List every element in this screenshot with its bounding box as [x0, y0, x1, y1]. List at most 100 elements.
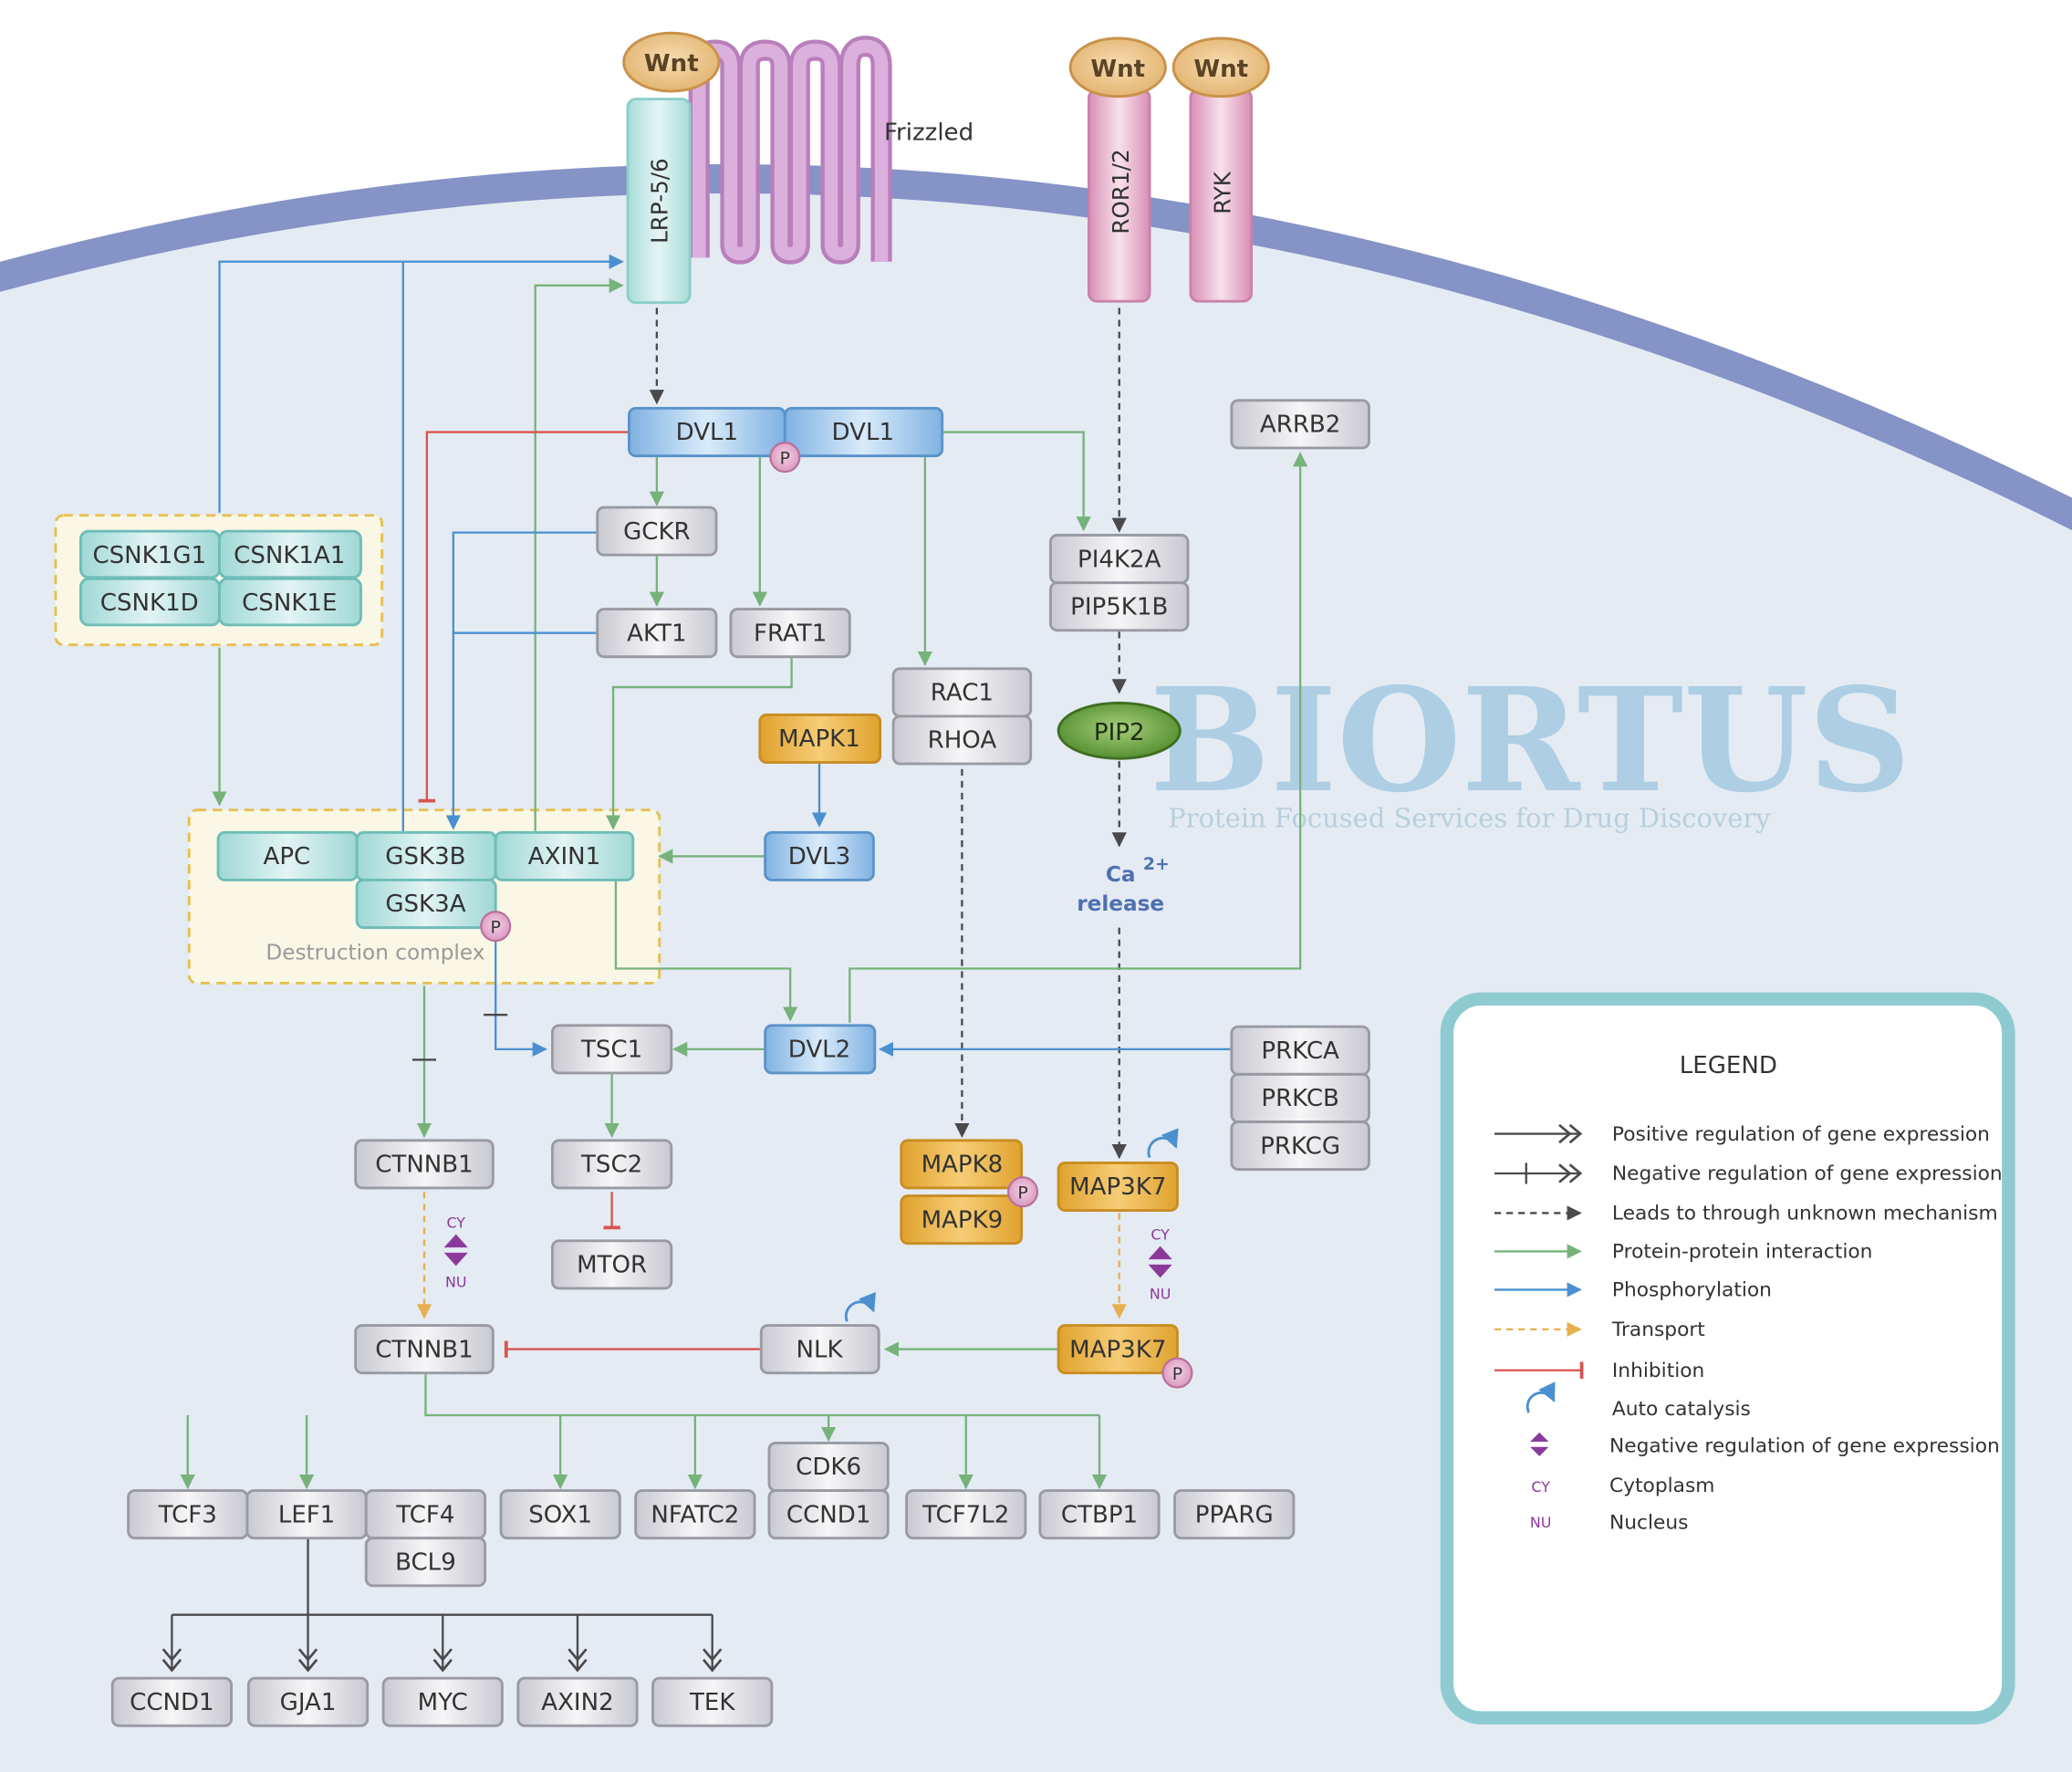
- node-tek[interactable]: [651, 1676, 774, 1727]
- wnt-label-1: Wnt: [644, 50, 699, 78]
- cell-membrane: [0, 164, 2072, 531]
- node-dvl3[interactable]: [764, 830, 875, 881]
- node-gsk3a-label: GSK3A: [385, 891, 465, 918]
- ctnnb1-translocation-icon: [443, 1234, 468, 1266]
- node-gsk3a[interactable]: [355, 879, 497, 930]
- node-csnk1e[interactable]: [218, 577, 362, 627]
- node-tsc2[interactable]: [551, 1139, 673, 1190]
- node-csnk1d-label: CSNK1D: [100, 589, 199, 617]
- node-bcl9-label: BCL9: [395, 1548, 456, 1576]
- phospho-badge-dvl1-label: P: [780, 449, 790, 468]
- map3k7-translocation-icon: [1148, 1246, 1172, 1278]
- node-frat1-label: FRAT1: [754, 620, 827, 647]
- node-prkcg-label: PRKCG: [1260, 1132, 1340, 1160]
- node-gja1[interactable]: [246, 1676, 370, 1727]
- node-ccnd1-gene[interactable]: [110, 1676, 234, 1727]
- node-map3k7-nucleus-label: MAP3K7: [1069, 1336, 1166, 1363]
- node-map3k7-nucleus[interactable]: [1057, 1324, 1179, 1375]
- legend-frame: [1440, 992, 2015, 1725]
- legend-nu-icon: NU: [1530, 1514, 1552, 1531]
- node-nlk-label: NLK: [796, 1336, 843, 1363]
- legend-autocatalysis-icon: [1525, 1381, 1556, 1413]
- node-dvl2-label: DVL2: [788, 1037, 851, 1064]
- ca-label: Ca: [1106, 862, 1136, 887]
- node-ctbp1-label: CTBP1: [1061, 1501, 1138, 1528]
- node-nlk[interactable]: [759, 1324, 880, 1375]
- edge-frat1-axin1: [605, 656, 793, 830]
- node-bcl9[interactable]: [364, 1537, 487, 1588]
- node-tek-label: TEK: [689, 1689, 735, 1716]
- ca-superscript: 2+: [1143, 855, 1170, 874]
- node-gckr-label: GCKR: [623, 518, 691, 546]
- autocatalysis-icons: [844, 1128, 1179, 1322]
- node-arrb2[interactable]: [1230, 399, 1370, 450]
- node-lef1-label: LEF1: [278, 1501, 336, 1528]
- node-arrb2-label: ARRB2: [1260, 412, 1340, 439]
- node-prkca-label: PRKCA: [1261, 1037, 1339, 1065]
- node-tsc1-label: TSC1: [580, 1037, 642, 1064]
- node-mtor[interactable]: [551, 1239, 673, 1290]
- phospho-badge-mapk8-label: P: [1017, 1183, 1027, 1203]
- node-mapk9-label: MAPK9: [921, 1206, 1004, 1234]
- phospho-badge-map3k7-label: P: [1172, 1365, 1182, 1384]
- legend-item-nucleus: Nucleus: [1609, 1512, 1688, 1535]
- receptors: Frizzled LRP-5/6 Wnt ROR1/2 Wnt RYK Wnt: [622, 31, 1270, 305]
- watermark: BIORTUS Protein Focused Services for Dru…: [1150, 656, 1911, 834]
- node-pi4k2a-label: PI4K2A: [1078, 546, 1161, 573]
- node-rac1-label: RAC1: [931, 680, 994, 707]
- ryk-label: RYK: [1209, 171, 1235, 214]
- node-ccnd1-tf-label: CCND1: [786, 1501, 871, 1528]
- node-axin2[interactable]: [516, 1676, 639, 1727]
- node-csnk1a1-label: CSNK1A1: [234, 542, 345, 569]
- legend-item-autocatalysis: Auto catalysis: [1612, 1398, 1751, 1421]
- node-gckr[interactable]: [596, 506, 718, 557]
- node-pparg-label: PPARG: [1195, 1501, 1274, 1528]
- node-prkcb-label: PRKCB: [1261, 1085, 1339, 1112]
- node-map3k7-cytoplasm[interactable]: [1057, 1161, 1179, 1212]
- node-myc[interactable]: [381, 1676, 504, 1727]
- node-mapk9[interactable]: [900, 1194, 1024, 1246]
- node-tcf7l2[interactable]: [905, 1489, 1027, 1540]
- node-pip2[interactable]: [1057, 701, 1182, 760]
- legend: LEGEND Positive regulation of gene expre…: [1440, 992, 2015, 1725]
- node-mapk1[interactable]: [758, 714, 882, 765]
- phospho-badges: P P P P: [480, 442, 1193, 1389]
- node-myc-label: MYC: [418, 1689, 468, 1716]
- node-tsc1[interactable]: [551, 1024, 673, 1075]
- node-frat1[interactable]: [729, 608, 851, 659]
- edge-dvl1-pi4k2a: [943, 431, 1091, 532]
- node-nfatc2-label: NFATC2: [651, 1501, 739, 1528]
- node-ccnd1-tf[interactable]: [767, 1489, 890, 1540]
- node-apc-label: APC: [264, 843, 311, 870]
- node-gsk3b-label: GSK3B: [385, 843, 465, 870]
- legend-item-transport: Transport: [1611, 1319, 1705, 1341]
- node-csnk1g1-label: CSNK1G1: [92, 542, 206, 569]
- node-nfatc2[interactable]: [634, 1489, 756, 1540]
- phospho-badge-gsk3a: [480, 911, 512, 943]
- node-ctnnb1-nucleus[interactable]: [354, 1324, 495, 1375]
- phospho-badge-map3k7: [1161, 1357, 1193, 1389]
- node-pparg[interactable]: [1173, 1489, 1296, 1540]
- node-dvl3-label: DVL3: [788, 843, 851, 870]
- node-tcf7l2-label: TCF7L2: [921, 1501, 1009, 1528]
- node-cdk6-label: CDK6: [796, 1454, 861, 1481]
- node-akt1[interactable]: [596, 608, 718, 659]
- node-dvl2[interactable]: [764, 1024, 877, 1075]
- node-rhoa[interactable]: [891, 714, 1033, 766]
- node-ctbp1[interactable]: [1038, 1489, 1161, 1540]
- phospho-badge-dvl1: [769, 442, 801, 474]
- edge-csnk1-lrp: [218, 254, 624, 513]
- edge-gckr-gsk3b: [445, 531, 597, 830]
- edges: [161, 254, 1308, 1673]
- wnt-label-2: Wnt: [1090, 56, 1145, 83]
- node-mapk8[interactable]: [900, 1139, 1024, 1190]
- node-axin1[interactable]: [494, 830, 635, 881]
- node-sox1[interactable]: [499, 1489, 621, 1540]
- node-prkcg[interactable]: [1230, 1121, 1370, 1172]
- node-ctnnb1-cytoplasm[interactable]: [354, 1139, 495, 1190]
- node-pip5k1b[interactable]: [1048, 581, 1190, 632]
- node-dvl1-b[interactable]: [783, 407, 944, 458]
- edge-axin1-dvl2: [614, 880, 798, 1022]
- ctnnb1-nu-label: NU: [445, 1274, 467, 1291]
